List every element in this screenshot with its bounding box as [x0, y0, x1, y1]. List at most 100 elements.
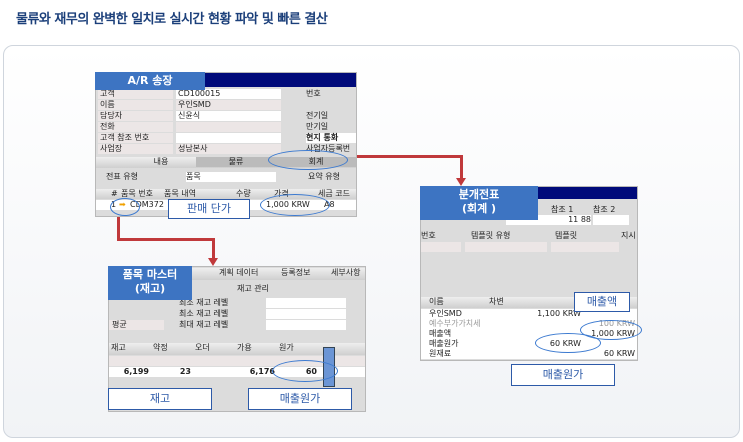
- tab-planning[interactable]: 계획 데이터: [219, 268, 259, 277]
- valuation-method: 평균: [109, 320, 164, 330]
- cell-value: [193, 367, 233, 377]
- field-label-right: 만기일: [306, 122, 329, 131]
- field-label: 지시: [621, 231, 636, 240]
- arrow-head-icon: [456, 178, 466, 186]
- col-header: 수량: [236, 189, 251, 198]
- account-name: 예수부가가치세: [429, 319, 481, 328]
- cell-value: 6,176: [249, 367, 275, 376]
- ref2-label: 참조 2: [593, 205, 616, 214]
- table-row[interactable]: 원재료 60 KRW: [421, 349, 637, 359]
- level-input[interactable]: [266, 309, 346, 319]
- level-label: 최소 재고 레벨: [179, 298, 229, 307]
- ref1-label: 참조 1: [551, 205, 574, 214]
- table-row[interactable]: 우인SMD 1,100 KRW: [421, 309, 637, 319]
- cogs-callout: 매출원가: [511, 364, 615, 386]
- field-label: 담당자: [98, 111, 173, 121]
- connector-arrow: [117, 238, 215, 241]
- col-header: 재고: [111, 343, 126, 352]
- level-label: 최소 재고 레벨: [179, 309, 229, 318]
- item-number: CDM372: [130, 200, 164, 209]
- field-label: 이름: [98, 100, 173, 110]
- col-header: 가용: [237, 343, 252, 352]
- sales-callout: 매출액: [574, 292, 630, 312]
- tab-registration[interactable]: 등록정보: [281, 268, 311, 277]
- cell-value: 6,199: [123, 367, 149, 376]
- tab-logistics[interactable]: 물류: [196, 157, 276, 167]
- col-header: 세금 코드: [318, 189, 350, 198]
- field-value[interactable]: 신윤식: [176, 111, 281, 121]
- form-row: 고객 참조 번호 현지 통화: [96, 133, 356, 143]
- label-line: (회계 ): [461, 202, 497, 215]
- field-value[interactable]: 성남본사: [176, 144, 281, 154]
- highlight-ellipse: [272, 360, 338, 382]
- journal-entry-label: 분개전표(회계 ): [420, 186, 538, 220]
- debit: [491, 319, 581, 329]
- form-row: 사업장 성남본사 사업자등록번: [96, 144, 356, 154]
- level-input[interactable]: [266, 320, 346, 330]
- cell-value: 23: [179, 367, 191, 376]
- col-header: 오더: [195, 343, 210, 352]
- field-label: 고객 참조 번호: [98, 133, 173, 143]
- connector-arrow: [300, 155, 462, 158]
- ref1-input[interactable]: 11 88: [506, 215, 591, 225]
- highlight-ellipse: [260, 194, 330, 216]
- arrow-head-icon: [208, 258, 218, 266]
- label-line: 품목 마스터: [122, 268, 178, 281]
- field-label-right: 번호: [306, 89, 321, 98]
- level-input[interactable]: [266, 298, 346, 308]
- highlight-ellipse: [110, 198, 140, 216]
- ar-invoice-window: 고객 CD100015 번호 이름 우인SMD 담당자 신윤식 전기일 전화 만…: [95, 72, 357, 217]
- credit: 60 KRW: [603, 349, 635, 358]
- ar-invoice-label: A/R 송장: [95, 72, 205, 90]
- highlight-ellipse: [535, 333, 601, 353]
- field-label: 고객: [98, 89, 173, 99]
- field-value[interactable]: 우인SMD: [176, 100, 281, 110]
- connector-arrow: [117, 212, 120, 240]
- account-name: 원재료: [429, 349, 452, 358]
- field-label: 번호: [421, 231, 436, 240]
- inventory-callout: 재고: [108, 388, 212, 410]
- col-header: 가격: [274, 189, 289, 198]
- summary-type-label: 요약 유형: [308, 172, 340, 181]
- connector-arrow: [212, 238, 215, 260]
- form-row: 고객 CD100015 번호: [96, 89, 356, 99]
- col-header: #: [111, 189, 118, 198]
- col-header: 품목 번호: [121, 189, 153, 198]
- col-header: 약정: [153, 343, 168, 352]
- debit: 1,100 KRW: [537, 309, 581, 318]
- field-value[interactable]: CD100015: [176, 89, 281, 99]
- field-label: 사업장: [98, 144, 173, 154]
- form-row: 이름 우인SMD: [96, 100, 356, 110]
- field-label: 전화: [98, 122, 173, 132]
- highlight-ellipse: [268, 150, 348, 170]
- col-header: 원가: [279, 343, 294, 352]
- highlight-ellipse: [580, 320, 642, 340]
- cogs-callout: 매출원가: [248, 388, 352, 410]
- col-header: 품목 내역: [164, 189, 196, 198]
- col-header: 차변: [489, 297, 504, 306]
- label-line: 분개전표: [458, 188, 500, 201]
- form-row: 전화 만기일: [96, 122, 356, 132]
- field-label-right: 사업자등록번: [306, 144, 351, 153]
- field-label: 템플릿: [555, 231, 578, 240]
- table-row[interactable]: 매출원가 60 KRW: [421, 339, 637, 349]
- col-header: 이름: [429, 297, 444, 306]
- tab-content[interactable]: 내용: [153, 157, 169, 166]
- field-value[interactable]: [176, 122, 281, 132]
- field-label-right: 전기일: [306, 111, 329, 120]
- field-label: 템플릿 유형: [471, 231, 511, 240]
- form-row: 담당자 신윤식 전기일: [96, 111, 356, 121]
- sales-price-callout: 판매 단가: [168, 199, 250, 219]
- level-label: 최대 재고 레벨: [179, 320, 229, 329]
- account-name: 우인SMD: [429, 309, 462, 318]
- doc-type-label: 전표 유형: [106, 172, 138, 181]
- ref2-input[interactable]: [593, 215, 629, 225]
- account-name: 매출액: [429, 329, 452, 338]
- field-value[interactable]: [176, 133, 281, 143]
- doc-type-select[interactable]: 품목: [186, 172, 276, 182]
- field-label-right: 현지 통화: [306, 133, 356, 143]
- item-master-label: 품목 마스터(재고): [108, 266, 192, 300]
- label-line: (재고): [134, 282, 166, 295]
- page-title: 물류와 재무의 완벽한 일치로 실시간 현황 파악 및 빠른 결산: [16, 12, 328, 27]
- tab-details[interactable]: 세부사항: [331, 268, 361, 277]
